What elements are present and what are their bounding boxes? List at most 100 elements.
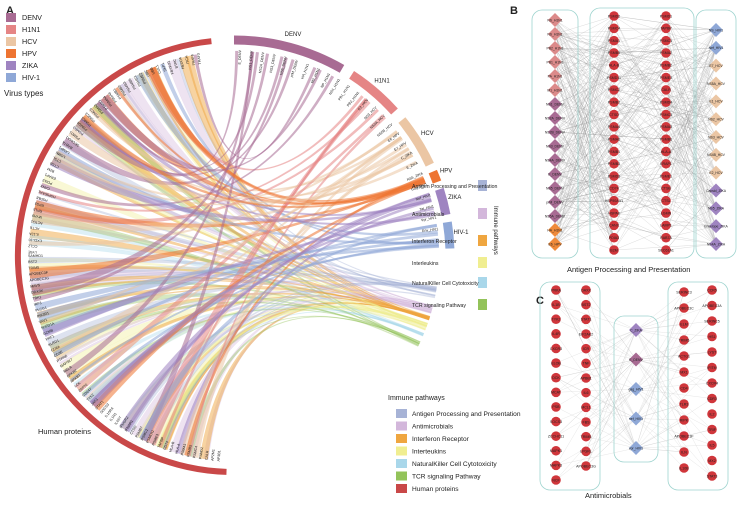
- protein-node: [551, 329, 561, 339]
- node-label: NS5_ZIKA: [708, 207, 725, 211]
- virus-node: [709, 58, 723, 73]
- virus-node: [629, 411, 643, 426]
- protein-node: [679, 431, 689, 441]
- virus-node: [548, 223, 562, 237]
- chord-ribbon: [157, 302, 430, 450]
- node-label: NS5_DENV: [546, 186, 565, 190]
- chord-ribbon: [69, 244, 439, 382]
- chord-ribbon: [56, 147, 439, 245]
- protein-node: [581, 358, 591, 369]
- network-edge: [554, 47, 615, 140]
- protein-node: [679, 463, 689, 473]
- network-edge: [665, 47, 717, 66]
- network-edge: [585, 329, 637, 349]
- legend-label-h1n1: H1N1: [22, 25, 40, 34]
- network-edge: [665, 136, 717, 152]
- network-edge: [555, 304, 637, 390]
- network-edge: [554, 33, 615, 189]
- network-edge: [635, 359, 685, 421]
- protein-label: TYK2: [86, 393, 95, 402]
- network-edge: [554, 47, 667, 214]
- protein-node: [707, 440, 717, 450]
- protein-label: ACTB: [29, 225, 40, 230]
- network-edge: [635, 291, 685, 449]
- network-edge: [635, 336, 713, 360]
- protein-label: PSMD4: [76, 120, 88, 131]
- protein-label: MYH9: [32, 213, 43, 219]
- node-label: SOCS3: [550, 420, 562, 424]
- network-edge: [554, 33, 667, 41]
- network-edge: [585, 329, 637, 467]
- network-edge: [665, 52, 717, 245]
- network-edge: [554, 114, 615, 231]
- network-edge: [665, 40, 717, 66]
- network-edge: [665, 151, 717, 191]
- protein-node: [707, 300, 717, 311]
- virus-arc-h1n1: [349, 71, 398, 115]
- node-label: MX1: [680, 370, 687, 374]
- node-label: IL1B: [552, 303, 560, 307]
- network-edge: [554, 40, 667, 77]
- network-edge: [554, 75, 615, 251]
- protein-label: IFNGR2: [119, 416, 130, 429]
- network-edge: [554, 15, 615, 245]
- node-label: PSB: [552, 405, 560, 409]
- network-edge: [665, 89, 717, 191]
- virus-node: [548, 167, 562, 181]
- protein-node: [707, 471, 717, 481]
- network-edge: [635, 388, 713, 399]
- protein-label: ZAP70: [78, 383, 89, 393]
- node-label: CTSL: [661, 199, 670, 203]
- network-edge: [554, 131, 667, 140]
- network-edge: [635, 329, 685, 341]
- protein-label: HLA-B: [168, 441, 175, 453]
- legend-swatch: [396, 446, 407, 456]
- node-label: IL10B: [679, 466, 689, 470]
- network-edge: [554, 131, 615, 214]
- network-c-left-box: [539, 281, 601, 491]
- panel-label-b: B: [510, 5, 518, 17]
- protein-node: [661, 146, 671, 157]
- virus-node: [709, 23, 723, 37]
- protein-node: [551, 445, 561, 456]
- network-edge: [554, 225, 615, 245]
- virus-node: [548, 125, 562, 139]
- pathway-arc-label: Antimicrobials: [412, 212, 445, 218]
- virus-arc-label: H1N1: [374, 79, 390, 85]
- chord-ribbon: [162, 289, 436, 450]
- node-label: PSMC4: [608, 27, 620, 31]
- node-label: PSMC2: [608, 88, 620, 92]
- node-label: B2M: [610, 248, 617, 252]
- protein-node: [581, 299, 591, 310]
- protein-label: CXCL10: [28, 238, 42, 243]
- network-edge: [665, 126, 717, 245]
- virus-protein-label: E_DENV: [238, 49, 243, 64]
- node-label: IL4R: [552, 332, 560, 336]
- network-edge: [665, 29, 717, 127]
- node-label: NS4B_HCV: [707, 153, 726, 157]
- network-edge: [554, 215, 615, 226]
- chord-ribbon: [30, 271, 432, 313]
- protein-node: [551, 416, 561, 427]
- protein-label: UBC: [144, 69, 151, 78]
- chord-ribbon: [157, 305, 428, 449]
- network-c-caption: Antimicrobials: [585, 491, 632, 500]
- network-edge: [555, 329, 637, 393]
- chord-ribbon: [28, 262, 427, 329]
- network-edge: [555, 289, 637, 419]
- node-label: PSMB6: [660, 137, 672, 141]
- chord-ribbon: [32, 279, 430, 321]
- protein-node: [679, 415, 689, 425]
- node-label: PSMB2: [660, 64, 672, 68]
- chord-ribbons: [28, 50, 439, 460]
- protein-label: PSMD11: [146, 429, 156, 444]
- virus-node: [548, 55, 562, 69]
- network-edge: [635, 351, 713, 360]
- chord-ribbon: [100, 69, 322, 172]
- node-label: PSME1: [660, 174, 672, 178]
- network-edge: [613, 77, 717, 138]
- protein-node: [609, 220, 619, 231]
- protein-label: UBB: [149, 66, 156, 75]
- chord-ribbon: [192, 137, 404, 459]
